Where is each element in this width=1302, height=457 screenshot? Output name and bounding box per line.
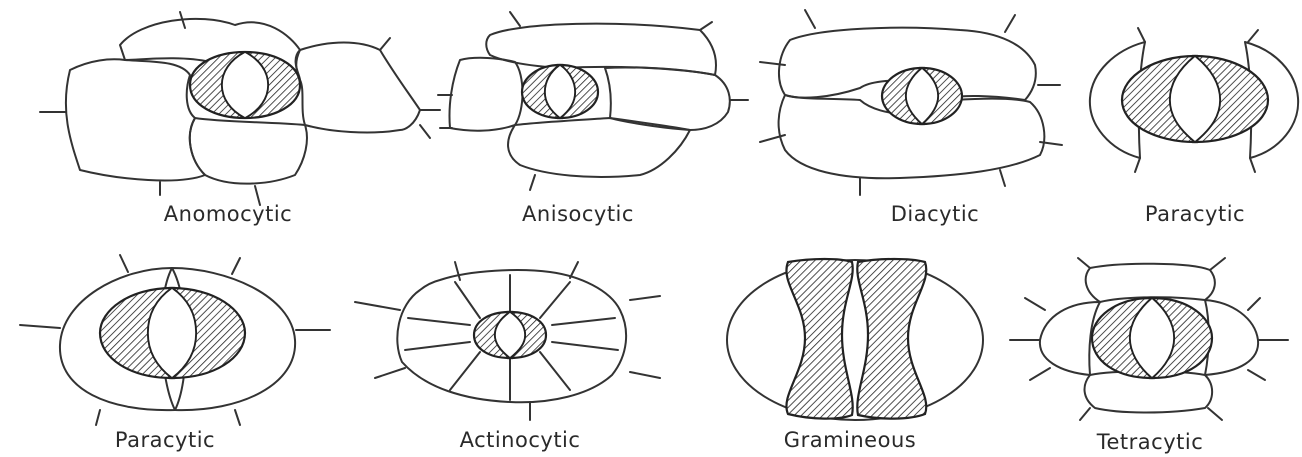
stoma-gramineous — [786, 259, 926, 419]
label-diacytic: Diacytic — [891, 202, 979, 226]
label-anomocytic: Anomocytic — [164, 202, 292, 226]
anomocytic-diagram — [40, 12, 440, 205]
tetracytic-diagram — [1010, 258, 1288, 420]
paracytic-top-diagram — [1090, 28, 1298, 172]
label-paracytic-top: Paracytic — [1145, 202, 1245, 226]
diacytic-diagram — [760, 10, 1062, 195]
label-anisocytic: Anisocytic — [522, 202, 634, 226]
actinocytic-diagram — [355, 262, 660, 420]
stoma-paracytic-top — [1122, 56, 1268, 142]
stoma-diacytic — [882, 68, 962, 124]
anisocytic-diagram — [438, 12, 748, 190]
label-gramineous: Gramineous — [784, 428, 916, 452]
label-tetracytic: Tetracytic — [1097, 430, 1204, 454]
stoma-paracytic-bottom — [100, 288, 245, 378]
stoma-anomocytic — [190, 52, 300, 118]
stoma-actinocytic — [474, 312, 546, 358]
stoma-anisocytic — [522, 65, 598, 118]
paracytic-bottom-diagram — [20, 255, 330, 425]
label-paracytic-bottom: Paracytic — [115, 428, 215, 452]
gramineous-diagram — [727, 259, 983, 420]
stoma-tetracytic — [1092, 298, 1212, 378]
label-actinocytic: Actinocytic — [460, 428, 581, 452]
